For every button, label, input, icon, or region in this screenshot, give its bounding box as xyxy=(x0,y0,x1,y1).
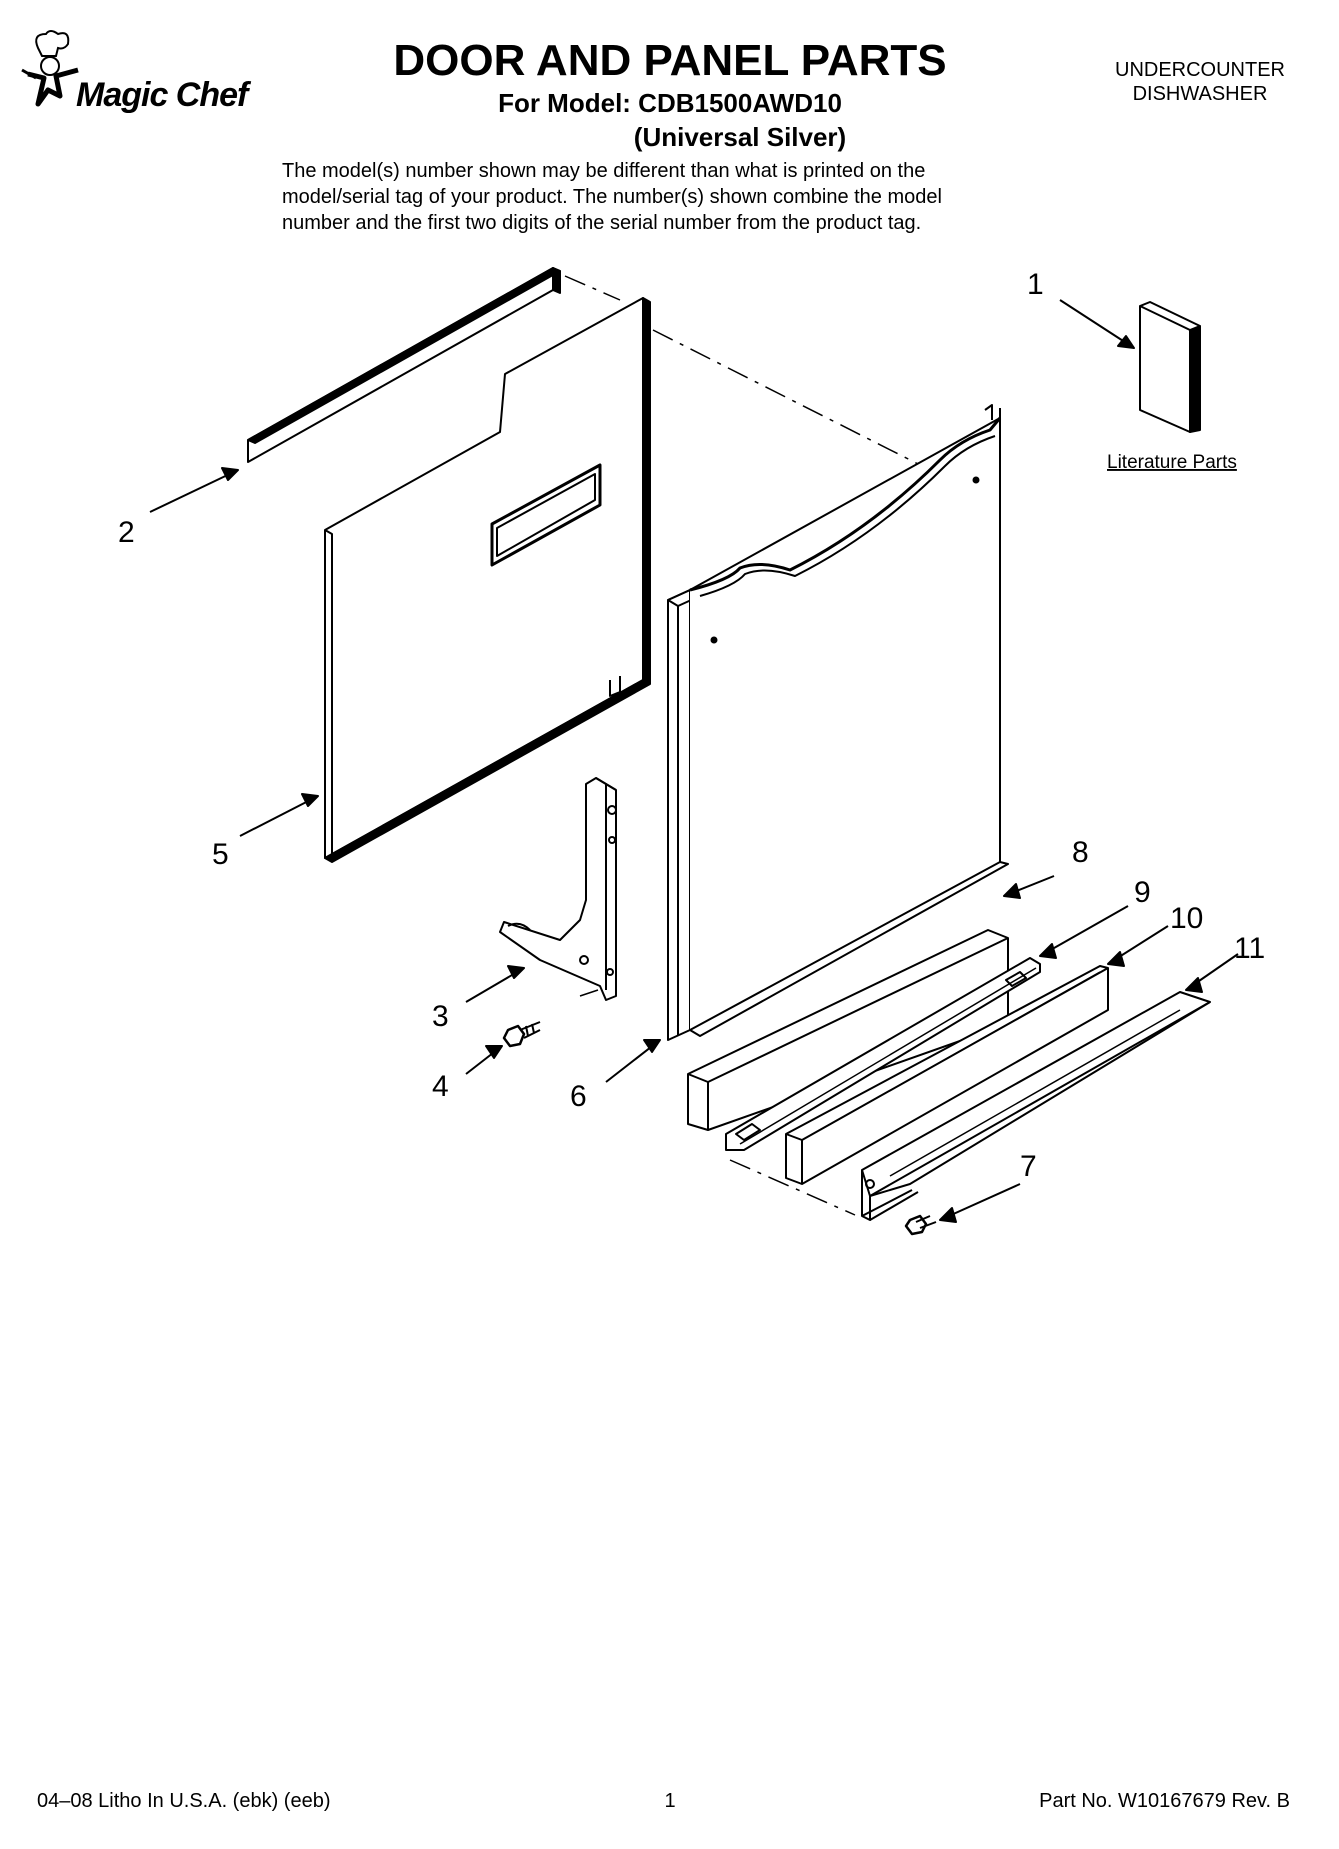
product-type-line2: DISHWASHER xyxy=(1132,83,1268,105)
part-5-panel xyxy=(324,297,651,863)
part-1-literature xyxy=(1139,301,1201,433)
part-9-strip xyxy=(725,957,1041,1151)
page-title: DOOR AND PANEL PARTS xyxy=(393,36,947,85)
callout-2: 2 xyxy=(118,516,135,549)
part-4-screw xyxy=(502,1021,541,1048)
part-3-hinge-bracket xyxy=(499,777,617,1001)
part-6-inner-door xyxy=(667,404,1009,1041)
callout-8: 8 xyxy=(1072,836,1089,869)
callout-1: 1 xyxy=(1027,268,1044,301)
brand-logo: Magic Chef xyxy=(18,30,318,120)
product-type-line1: UNDERCOUNTER xyxy=(1115,59,1285,81)
callout-10: 10 xyxy=(1170,902,1203,935)
callout-6: 6 xyxy=(570,1080,587,1113)
part-7-screw xyxy=(904,1214,937,1236)
model-variant: (Universal Silver) xyxy=(633,122,847,152)
chef-icon xyxy=(21,30,79,107)
part-11-toe-kick xyxy=(861,991,1211,1221)
callout-7: 7 xyxy=(1020,1150,1037,1183)
callout-3: 3 xyxy=(432,1000,449,1033)
product-type: UNDERCOUNTER DISHWASHER xyxy=(1080,58,1320,106)
brand-name: Magic Chef xyxy=(76,76,248,114)
callout-9: 9 xyxy=(1134,876,1151,909)
alignment-lines xyxy=(564,275,931,1216)
model-note-line: model/serial tag of your product. The nu… xyxy=(282,186,942,208)
part-2-strip xyxy=(247,267,561,463)
callout-labels: 1 2 3 4 5 6 7 8 9 10 11 Literature Parts xyxy=(118,268,1265,1183)
literature-parts-label: Literature Parts xyxy=(1107,452,1237,473)
callout-5: 5 xyxy=(212,838,229,871)
callout-4: 4 xyxy=(432,1070,449,1103)
model-note-line: The model(s) number shown may be differe… xyxy=(282,160,926,182)
footer-print-info: 04–08 Litho In U.S.A. (ebk) (eeb) xyxy=(37,1790,331,1812)
part-number: Part No. W10167679 Rev. B xyxy=(1039,1790,1290,1812)
page-number: 1 xyxy=(664,1790,676,1812)
model-note: The model(s) number shown may be differe… xyxy=(282,158,1082,236)
leader-arrows xyxy=(149,299,1239,1223)
part-10-bracket xyxy=(785,965,1109,1185)
model-note-line: number and the first two digits of the s… xyxy=(282,212,922,234)
callout-11: 11 xyxy=(1234,932,1265,965)
model-line: For Model: CDB1500AWD10 xyxy=(498,88,842,118)
